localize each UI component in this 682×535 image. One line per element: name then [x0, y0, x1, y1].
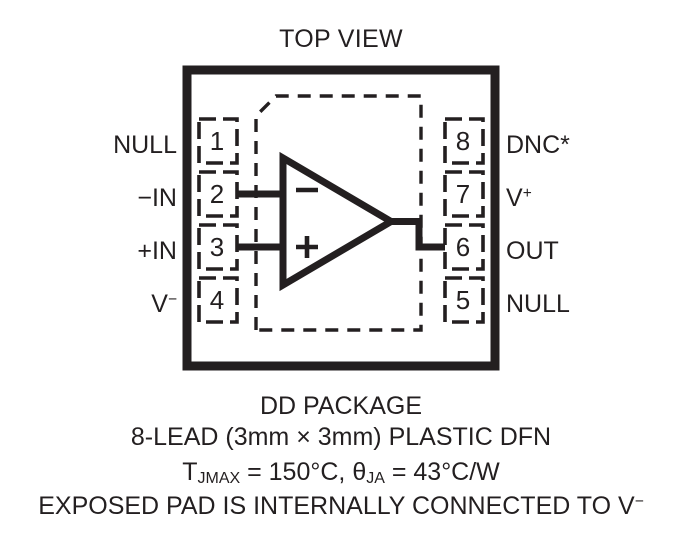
pin-label-inverting-input-text: −IN	[137, 184, 177, 213]
pin-label-dnc-text: DNC*	[506, 131, 570, 160]
pin-label-v-minus: V−	[17, 287, 177, 317]
exposed-pad-note-text: EXPOSED PAD IS INTERNALLY CONNECTED TO V	[38, 492, 635, 521]
pin-label-v-plus-text: V	[506, 184, 523, 213]
pin-label-v-minus-sup: −	[167, 291, 177, 308]
pin-label-inverting-input: −IN	[17, 181, 177, 211]
pin-label-out: OUT	[506, 234, 676, 264]
exposed-pad-outline	[254, 94, 423, 332]
pin-number-1: 1	[209, 126, 225, 156]
pin-number-2: 2	[209, 179, 225, 209]
pin-label-out-text: OUT	[506, 237, 559, 266]
pin-label-null-5: NULL	[506, 287, 676, 317]
tjmax-symbol: T	[182, 458, 198, 486]
pin-number-6: 6	[455, 232, 471, 262]
caption-package-name: DD PACKAGE	[259, 392, 423, 420]
pin-number-4: 4	[209, 285, 225, 315]
pin-pad-4	[197, 276, 239, 324]
pin-label-null-1: NULL	[17, 128, 177, 158]
tjmax-value: = 150°C,	[240, 458, 353, 486]
pin-pad-5	[443, 276, 485, 324]
pin-label-v-minus-text: V	[151, 290, 168, 319]
tjmax-subscript: JMAX	[197, 470, 241, 488]
pin-label-null-5-text: NULL	[506, 290, 570, 319]
noninverting-input-sign-icon	[296, 236, 318, 258]
pin-pad-6	[443, 223, 485, 271]
pin-label-dnc: DNC*	[506, 128, 676, 158]
pin-label-noninverting-input-text: +IN	[137, 237, 177, 266]
pin-pad-1	[197, 117, 239, 165]
pin-pad-7	[443, 170, 485, 218]
top-view-label: TOP VIEW	[279, 25, 403, 53]
caption-thermal-specs: TJMAX = 150°C, θJA = 43°C/W	[0, 457, 682, 494]
theta-ja-value: = 43°C/W	[384, 458, 500, 486]
pin-pads-right	[443, 117, 485, 324]
pin-label-v-plus: V+	[506, 181, 676, 211]
pin-label-v-plus-sup: +	[522, 185, 532, 202]
pin-label-noninverting-input: +IN	[17, 234, 177, 264]
wire-output	[391, 218, 445, 251]
pin-number-8: 8	[455, 126, 471, 156]
pin-number-3: 3	[209, 232, 225, 262]
exposed-pad-note-sup: −	[634, 493, 644, 510]
pin-number-5: 5	[455, 285, 471, 315]
pin-label-null-1-text: NULL	[113, 131, 177, 160]
pin-number-7: 7	[455, 179, 471, 209]
caption-exposed-pad-note: EXPOSED PAD IS INTERNALLY CONNECTED TO V…	[0, 487, 682, 521]
theta-ja-symbol: θ	[352, 458, 367, 486]
theta-ja-subscript: JA	[366, 470, 385, 488]
caption-lead-description: 8-LEAD (3mm × 3mm) PLASTIC DFN	[130, 423, 552, 451]
pin-pad-8	[443, 117, 485, 165]
